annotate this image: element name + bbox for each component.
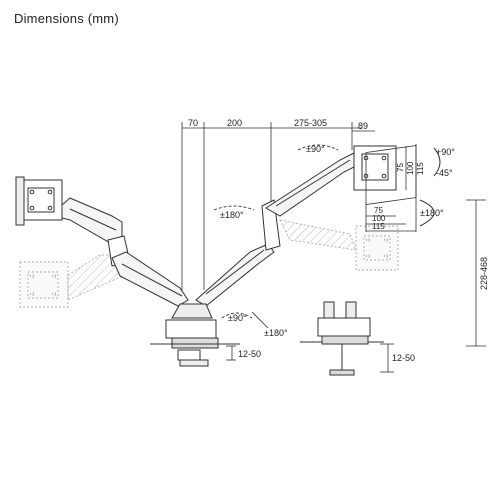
swivel-top-label: ±90° [306, 144, 325, 154]
clamp-dimension-b [380, 343, 394, 373]
vesa-dimension-lines [365, 144, 417, 232]
vesa-100-v: 100 [406, 161, 415, 175]
top-dimension-lines [181, 122, 375, 310]
left-arm [61, 197, 189, 307]
clamp-b-label: 12-50 [392, 353, 415, 363]
clamp-a-label: 12-50 [238, 349, 261, 359]
vesa-75-h: 75 [374, 206, 383, 215]
tilt-down-label: -45° [436, 168, 453, 178]
vesa-100-h: 100 [372, 214, 386, 223]
vesa-115-h: 115 [372, 222, 385, 231]
swivel-base-label: ±90° [228, 313, 247, 323]
dim-228-468: 228-468 [479, 257, 489, 290]
tilt-up-label: +90° [436, 147, 455, 157]
main-base [150, 303, 240, 367]
swivel-mid-arc [213, 205, 255, 211]
dim-70: 70 [188, 118, 198, 128]
right-monitor [353, 145, 397, 191]
dim-200: 200 [227, 118, 242, 128]
right-arm [195, 151, 361, 307]
dim-89: 89 [358, 121, 368, 131]
tilt-arc [433, 147, 441, 177]
vesa-75-v: 75 [396, 163, 405, 172]
left-monitor [15, 176, 63, 226]
swivel-base-arc [221, 312, 253, 319]
swivel-top-arc [297, 144, 339, 151]
right-arm-ghost [279, 219, 399, 271]
vesa-115-v: 115 [416, 162, 425, 175]
screen-rotate-arc [419, 199, 435, 227]
diagram-title: Dimensions (mm) [14, 11, 119, 26]
grommet-base [300, 301, 384, 376]
clamp-dimension-a [226, 345, 236, 361]
swivel-base2-label: ±180° [264, 328, 288, 338]
dim-275-305: 275-305 [294, 118, 327, 128]
height-dimension [466, 199, 486, 347]
screen-rotate-label: ±180° [420, 208, 444, 218]
swivel-mid-label: ±180° [220, 210, 244, 220]
left-monitor-ghost [19, 254, 131, 308]
